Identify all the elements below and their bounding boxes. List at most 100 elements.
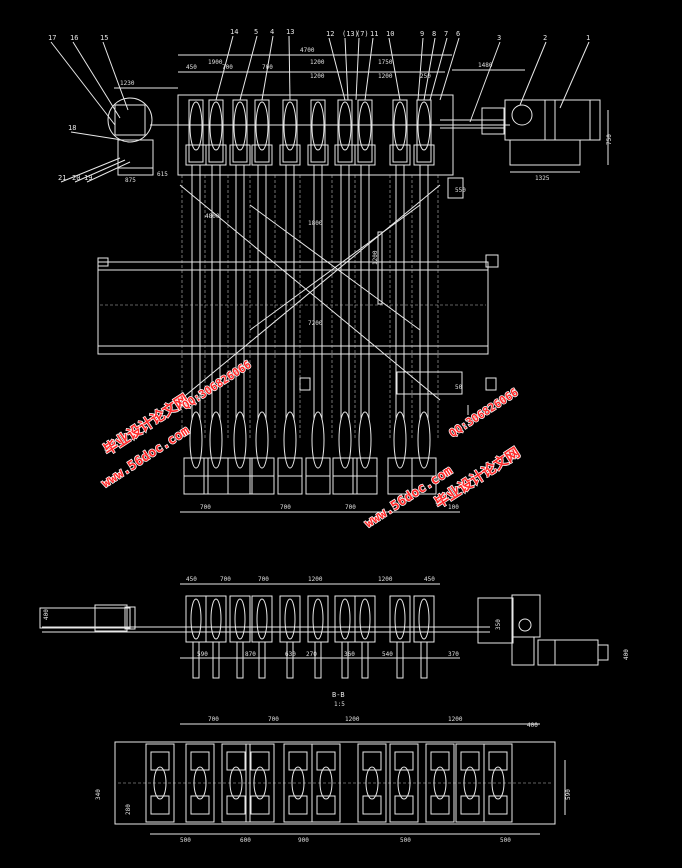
lower-roll	[305, 411, 331, 495]
elevation-view: 4700 450 700 700 1200 1200 250 1900 1200…	[48, 28, 613, 420]
section-roll	[389, 743, 419, 823]
plan-view: 450 700 700 1200 1200 450 400 350 400 59…	[39, 576, 630, 679]
dim-top-1200a: 1200	[310, 73, 325, 80]
part-number-label: 15	[100, 34, 108, 42]
part-number-label: 16	[70, 34, 78, 42]
lower-roll	[227, 411, 253, 495]
section-roll	[483, 743, 513, 823]
dim-sb-500c: 500	[500, 837, 511, 844]
dim-plan-450: 450	[186, 576, 197, 583]
dim-pb-370: 370	[448, 651, 459, 658]
lower-roll	[411, 411, 437, 495]
section-roll	[185, 743, 215, 823]
roll-stand	[389, 99, 411, 420]
elevation-rolls	[185, 99, 435, 420]
part-number-label: 21	[58, 174, 66, 182]
lower-roll	[249, 411, 275, 495]
part-number-label: 5	[254, 28, 258, 36]
dim-4700: 4700	[300, 47, 315, 54]
dim-top-1900: 1900	[208, 59, 223, 66]
dim-pb-270: 270	[306, 651, 317, 658]
dim-top-250: 250	[420, 73, 431, 80]
part-number-label: 18	[68, 124, 76, 132]
section-roll	[221, 743, 251, 823]
plan-roll	[354, 595, 376, 679]
dim-top-700a: 700	[222, 64, 233, 71]
dim-sec-400: 400	[527, 722, 538, 729]
dim-7200: 7200	[308, 320, 323, 327]
part-number-label: 3	[497, 34, 501, 42]
lower-roll	[332, 411, 358, 495]
plan-roll	[185, 595, 207, 679]
plan-roll	[229, 595, 251, 679]
part-number-label: (7)	[356, 30, 369, 38]
plan-roll	[205, 595, 227, 679]
part-number-label: 19	[84, 174, 92, 182]
dim-top-1200: 1200	[310, 59, 325, 66]
roll-stand	[307, 99, 329, 420]
part-number-label: 14	[230, 28, 238, 36]
part-number-label: (13)	[342, 30, 359, 38]
dim-plan-400: 400	[43, 609, 50, 620]
dim-sb-600: 600	[240, 837, 251, 844]
bottom-dims: 700 700 700 100	[180, 504, 460, 513]
lower-rolls	[183, 411, 437, 495]
dim-plan-700a: 700	[220, 576, 231, 583]
plan-roll	[389, 595, 411, 679]
dim-50: 50	[455, 384, 463, 391]
dim-plan-1200b: 1200	[378, 576, 393, 583]
lower-roll	[352, 411, 378, 495]
dim-top-1750: 1750	[378, 59, 393, 66]
section-roll	[311, 743, 341, 823]
section-view: B-B 1:5 700 700 1200 1200 400 340 280 59…	[95, 691, 572, 844]
part-number-label: 1	[586, 34, 590, 42]
dim-sec-1200a: 1200	[345, 716, 360, 723]
dim-615: 615	[157, 171, 168, 178]
dim-pb-870: 870	[245, 651, 256, 658]
dim-plan-700b: 700	[258, 576, 269, 583]
plan-roll	[413, 595, 435, 679]
plan-roll	[307, 595, 329, 679]
plan-rolls	[185, 595, 435, 679]
section-roll	[245, 743, 275, 823]
dim-1325: 1325	[535, 175, 550, 182]
dim-plan-450b: 450	[424, 576, 435, 583]
roll-stand	[251, 99, 273, 420]
dim-sec-700b: 700	[268, 716, 279, 723]
plan-roll	[251, 595, 273, 679]
dim-1800: 1800	[308, 220, 323, 227]
part-number-label: 9	[420, 30, 424, 38]
plan-roll	[334, 595, 356, 679]
section-scale: 1:5	[334, 701, 345, 708]
dim-sec-590: 590	[565, 789, 572, 800]
roll-stand	[413, 99, 435, 420]
dim-550: 550	[455, 187, 466, 194]
section-rolls	[145, 743, 513, 823]
watermark-qq-left: QQ:306826066	[180, 358, 254, 412]
dim-pb-590: 590	[197, 651, 208, 658]
reducer	[504, 99, 546, 141]
part-number-label: 10	[386, 30, 394, 38]
uncoiler	[107, 97, 153, 143]
dim-bottom-700b: 700	[280, 504, 291, 511]
dim-1230: 1230	[120, 80, 135, 87]
part-number-label: 13	[286, 28, 294, 36]
part-number-label: 4	[270, 28, 274, 36]
part-number-label: 11	[370, 30, 378, 38]
dim-sb-500b: 500	[400, 837, 411, 844]
watermark-left: www.56doc.com www.56doc.com 毕业设计论文网 毕业设计…	[98, 357, 254, 492]
dim-plan-1200a: 1200	[308, 576, 323, 583]
dim-sec-280: 280	[125, 804, 132, 815]
dim-plan-400r: 400	[623, 649, 630, 660]
part-number-label: 20	[72, 174, 80, 182]
dim-sec-1200b: 1200	[448, 716, 463, 723]
dim-sb-500a: 500	[180, 837, 191, 844]
side-view: 4800 1800 7200 1200 550 50	[97, 175, 499, 440]
dim-top-1200b: 1200	[378, 73, 393, 80]
dim-pb-630: 630	[285, 651, 296, 658]
motor	[544, 99, 601, 141]
dim-1200-v: 1200	[372, 250, 379, 265]
dim-sec-700a: 700	[208, 716, 219, 723]
dim-plan-350: 350	[495, 619, 502, 630]
